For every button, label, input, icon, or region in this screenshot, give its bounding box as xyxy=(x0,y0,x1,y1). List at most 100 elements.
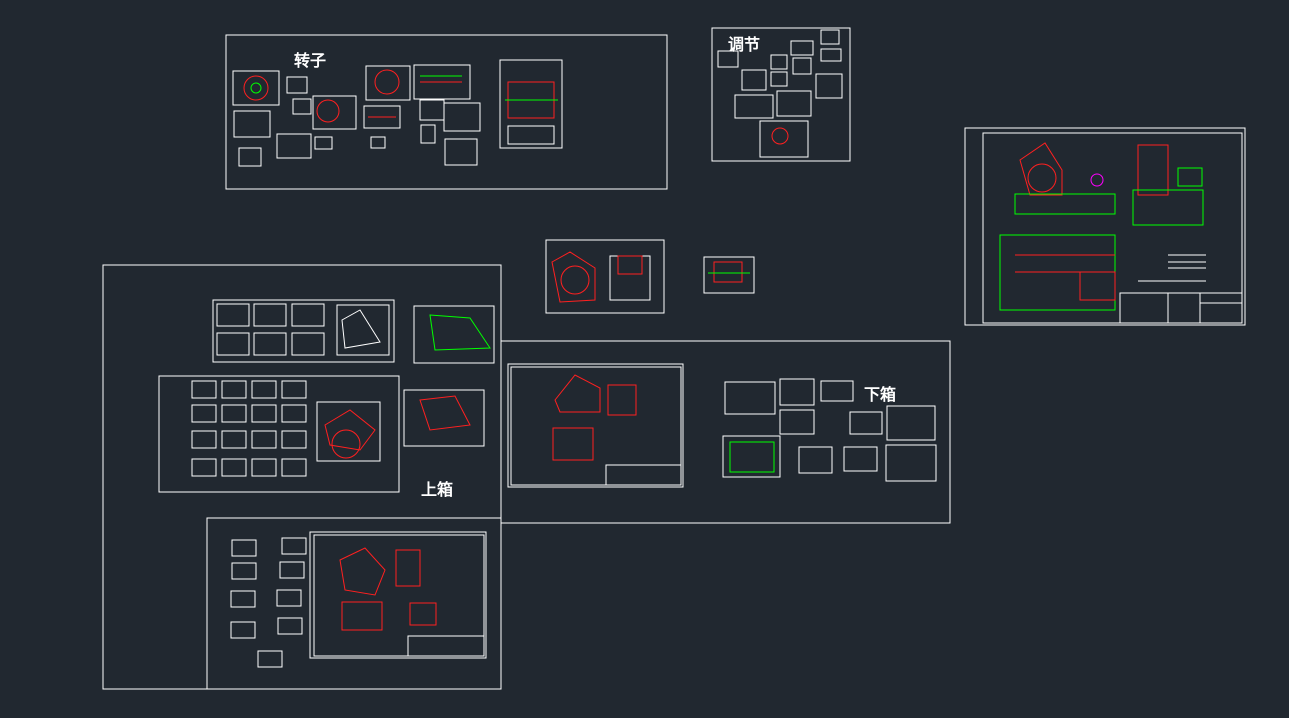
adjust-sheet[interactable] xyxy=(776,90,812,117)
adjust-sheet[interactable] xyxy=(815,73,843,99)
general-assembly-sheet[interactable] xyxy=(964,127,1246,326)
upper-box-sheet[interactable] xyxy=(230,590,256,608)
rotor-sheet[interactable] xyxy=(276,133,312,159)
adjust-sheet[interactable] xyxy=(717,50,739,68)
rotor-sheet[interactable] xyxy=(419,99,445,121)
upper-box-sheet[interactable] xyxy=(216,332,250,356)
rotor-sheet[interactable] xyxy=(292,98,312,115)
upper-box-sheet[interactable] xyxy=(191,380,217,399)
lower-box-sheet[interactable] xyxy=(722,435,781,478)
upper-box-sheet[interactable] xyxy=(291,332,325,356)
upper-box-sheet[interactable] xyxy=(316,401,381,462)
lower-box-assembly-sheet[interactable] xyxy=(507,363,684,488)
upper-box-sheet[interactable] xyxy=(251,380,277,399)
lower-box-sheet[interactable] xyxy=(798,446,833,474)
rotor-sheet[interactable] xyxy=(370,136,386,149)
upper-box-sheet[interactable] xyxy=(291,303,325,327)
upper-box-sheet[interactable] xyxy=(231,539,257,557)
title-block xyxy=(407,635,485,657)
rotor-label: 转子 xyxy=(294,51,327,70)
adjust-sheet[interactable] xyxy=(734,94,774,119)
sheet-inner-frame xyxy=(510,366,682,486)
rotor-sheet[interactable] xyxy=(232,70,280,106)
upper-box-sheet[interactable] xyxy=(221,404,247,423)
lower-box-sheet[interactable] xyxy=(885,444,937,482)
adjust-sheet[interactable] xyxy=(741,69,767,91)
upper-box-sheet[interactable] xyxy=(251,458,277,477)
lower-box-sheet[interactable] xyxy=(820,380,854,402)
upper-box-sheet[interactable] xyxy=(191,458,217,477)
rotor-sheet[interactable] xyxy=(365,65,411,101)
upper-box-sheet[interactable] xyxy=(251,404,277,423)
upper-box-sheet[interactable] xyxy=(281,380,307,399)
upper-box-sheet[interactable] xyxy=(251,430,277,449)
upper-box-sheet[interactable] xyxy=(277,617,303,635)
lower-box-label: 下箱 xyxy=(864,385,897,404)
rotor-sheet[interactable] xyxy=(443,102,481,132)
upper-box-sheet[interactable] xyxy=(221,430,247,449)
lower-box-drawing-group[interactable] xyxy=(500,340,951,524)
motor-plan xyxy=(1079,271,1116,301)
upper-box-sheet[interactable] xyxy=(257,650,283,668)
rotor-sheet[interactable] xyxy=(413,64,471,100)
rotor-assembly-sheet[interactable] xyxy=(499,59,563,149)
upper-box-sheet[interactable] xyxy=(221,380,247,399)
rotor-drawing-group[interactable] xyxy=(225,34,668,190)
upper-box-sheet[interactable] xyxy=(276,589,302,607)
rotor-sheet[interactable] xyxy=(444,138,478,166)
lower-box-sheet[interactable] xyxy=(724,381,776,415)
upper-box-sheet[interactable] xyxy=(281,404,307,423)
side-view-top xyxy=(617,255,643,275)
upper-box-sheet[interactable] xyxy=(413,305,495,364)
lower-box-frame xyxy=(500,340,951,524)
upper-box-sheet[interactable] xyxy=(336,304,390,356)
adjust-sheet[interactable] xyxy=(770,54,788,70)
lower-box-sheet[interactable] xyxy=(779,409,815,435)
upper-box-assembly-sheet[interactable] xyxy=(309,531,487,659)
upper-box-sheet[interactable] xyxy=(281,458,307,477)
lower-box-sheet[interactable] xyxy=(886,405,936,441)
rotor-sheet[interactable] xyxy=(420,124,436,144)
upper-box-sheet[interactable] xyxy=(279,561,305,579)
upper-box-sheet[interactable] xyxy=(281,430,307,449)
detail-body xyxy=(713,261,743,283)
upper-box-part xyxy=(395,549,421,587)
rotor-sheet[interactable] xyxy=(314,136,333,150)
lower-box-sheet[interactable] xyxy=(849,411,883,435)
upper-box-sheet[interactable] xyxy=(191,430,217,449)
rotor-sheet[interactable] xyxy=(363,105,401,129)
upper-box-sheet[interactable] xyxy=(216,303,250,327)
adjust-sheet[interactable] xyxy=(820,29,840,45)
lower-box-sheet[interactable] xyxy=(779,378,815,406)
rotor-disc xyxy=(316,99,340,123)
adjust-label: 调节 xyxy=(728,35,761,54)
adjust-drawing-group[interactable] xyxy=(711,27,851,162)
upper-box-sheet[interactable] xyxy=(230,621,256,639)
lower-box-part xyxy=(552,427,594,461)
upper-box-part xyxy=(331,429,361,459)
center-assembly-sheet[interactable] xyxy=(545,239,665,314)
adjust-sheet[interactable] xyxy=(759,120,809,158)
side-foundation xyxy=(1132,189,1204,226)
lower-box-part xyxy=(729,441,775,473)
upper-box-sheet[interactable] xyxy=(191,404,217,423)
rotor-sheet[interactable] xyxy=(233,110,271,138)
adjust-sheet[interactable] xyxy=(770,71,788,87)
upper-box-sheet[interactable] xyxy=(221,458,247,477)
upper-box-sheet[interactable] xyxy=(403,389,485,447)
rotor-sheet[interactable] xyxy=(238,147,262,167)
rotor-sheet[interactable] xyxy=(286,76,308,94)
side-view-body xyxy=(1137,144,1169,196)
adjust-sheet[interactable] xyxy=(790,40,814,56)
small-detail-sheet[interactable] xyxy=(703,256,755,294)
upper-box-sheet[interactable] xyxy=(253,303,287,327)
rotor-frame xyxy=(225,34,668,190)
upper-box-sheet[interactable] xyxy=(253,332,287,356)
upper-box-sheet[interactable] xyxy=(281,537,307,555)
lower-box-sheet[interactable] xyxy=(843,446,878,472)
adjust-sheet[interactable] xyxy=(792,57,812,75)
upper-box-sheet[interactable] xyxy=(231,562,257,580)
rotor-sheet[interactable] xyxy=(312,95,357,130)
adjust-sheet[interactable] xyxy=(820,48,842,62)
